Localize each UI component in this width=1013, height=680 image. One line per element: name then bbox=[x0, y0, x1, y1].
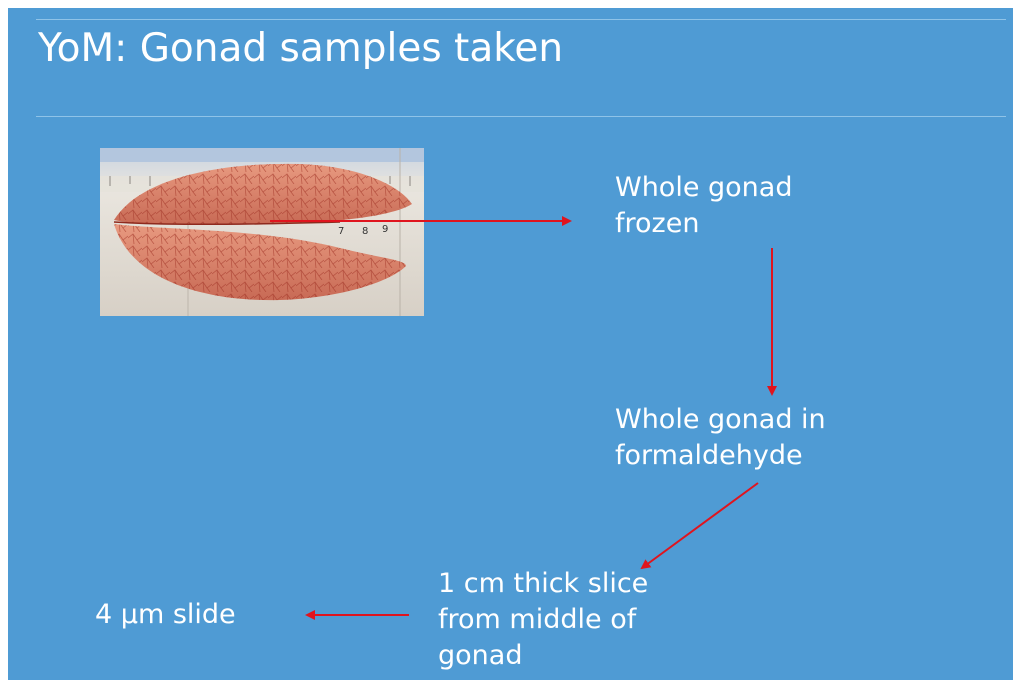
step-formaldehyde-line2: formaldehyde bbox=[615, 438, 826, 474]
step-thick-slice: 1 cm thick slice from middle of gonad bbox=[438, 566, 648, 674]
step-slide-line1: 4 µm slide bbox=[95, 597, 236, 633]
step-slice-line1: 1 cm thick slice bbox=[438, 566, 648, 602]
step-slice-line3: gonad bbox=[438, 638, 648, 674]
step-slide: 4 µm slide bbox=[95, 597, 236, 633]
arrow-formaldehyde-to-slice bbox=[642, 483, 758, 568]
step-formaldehyde-line1: Whole gonad in bbox=[615, 402, 826, 438]
step-frozen-line1: Whole gonad bbox=[615, 170, 792, 206]
step-slice-line2: from middle of bbox=[438, 602, 648, 638]
step-whole-gonad-frozen: Whole gonad frozen bbox=[615, 170, 792, 242]
step-whole-gonad-formaldehyde: Whole gonad in formaldehyde bbox=[615, 402, 826, 474]
step-frozen-line2: frozen bbox=[615, 206, 792, 242]
slide: YoM: Gonad samples taken bbox=[8, 8, 1013, 680]
